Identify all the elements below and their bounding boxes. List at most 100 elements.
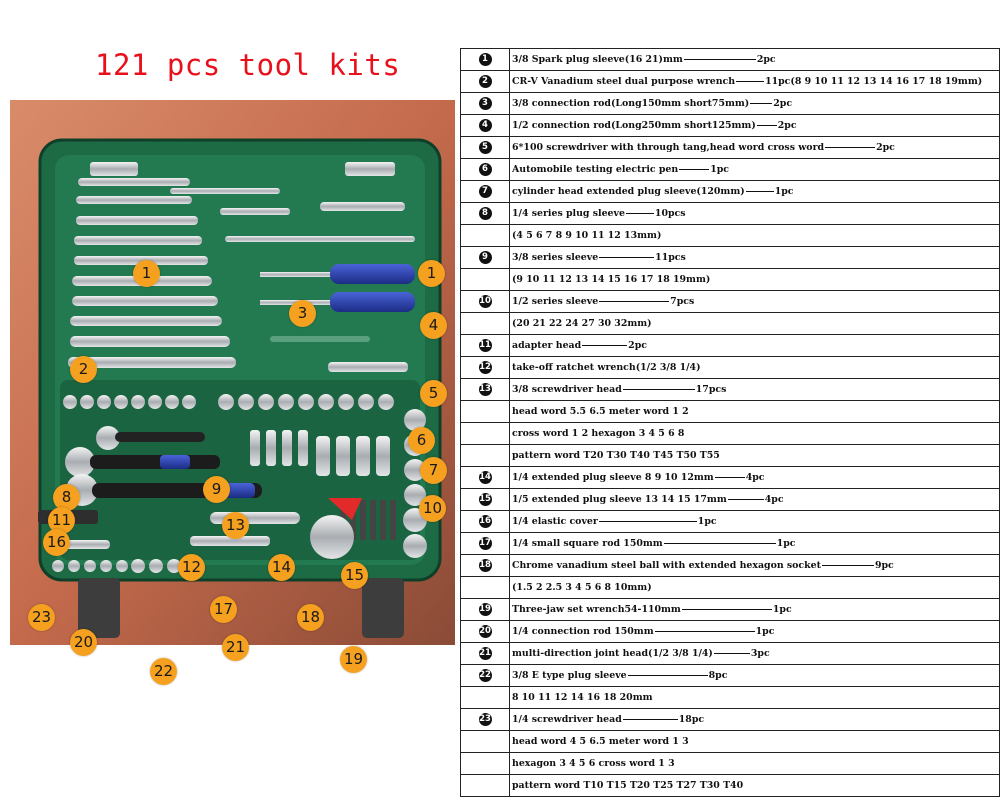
item-number-badge: 17 — [478, 537, 492, 550]
item-quantity: 10pcs — [654, 208, 686, 219]
item-number-cell: 15 — [460, 488, 510, 511]
item-description: 1/4 extended plug sleeve 8 9 10 12mm — [512, 472, 714, 483]
item-number-badge: 19 — [478, 603, 492, 616]
item-description: 3/8 Spark plug sleeve(16 21)mm — [512, 54, 683, 65]
leader-line — [599, 257, 655, 258]
item-number-cell: 8 — [460, 202, 510, 225]
table-row: cross word 1 2 hexagon 3 4 5 6 8 — [460, 422, 1000, 445]
callout-marker: 23 — [28, 604, 55, 631]
leader-line — [825, 147, 876, 148]
top-tools — [90, 162, 415, 242]
item-number-badge: 10 — [478, 295, 492, 308]
leader-line — [750, 103, 773, 104]
leader-line — [727, 499, 764, 500]
callout-marker: 16 — [43, 529, 70, 556]
item-number-cell — [460, 268, 510, 291]
item-number-cell: 22 — [460, 664, 510, 687]
item-description: (4 5 6 7 8 9 10 11 12 13mm) — [512, 230, 662, 241]
item-number-cell: 12 — [460, 356, 510, 379]
item-number-cell — [460, 686, 510, 709]
item-number-cell: 5 — [460, 136, 510, 159]
item-description: pattern word T20 T30 T40 T45 T50 T55 — [512, 450, 720, 461]
item-number-badge: 9 — [478, 251, 492, 264]
item-number-cell — [460, 312, 510, 335]
table-row: pattern word T10 T15 T20 T25 T27 T30 T40 — [460, 774, 1000, 797]
callout-marker: 15 — [341, 562, 368, 589]
item-number-cell — [460, 730, 510, 753]
item-number-badge: 20 — [478, 625, 492, 638]
item-number-badge: 4 — [478, 119, 492, 132]
leader-line — [679, 169, 710, 170]
item-number-cell: 23 — [460, 708, 510, 731]
leader-line — [756, 125, 777, 126]
item-number-badge: 23 — [478, 713, 492, 726]
leader-line — [627, 675, 708, 676]
leader-line — [663, 543, 776, 544]
item-quantity: 11pc(8 9 10 11 12 13 14 16 17 18 19mm) — [765, 76, 983, 87]
table-row: 8 10 11 12 14 16 18 20mm — [460, 686, 1000, 709]
table-row: (1.5 2 2.5 3 4 5 6 8 10mm) — [460, 576, 1000, 599]
item-description: hexagon 3 4 5 6 cross word 1 3 — [512, 758, 675, 769]
callout-marker: 2 — [70, 356, 97, 383]
callout-marker: 4 — [420, 312, 447, 339]
callout-marker: 21 — [222, 634, 249, 661]
item-description: 1/4 elastic cover — [512, 516, 598, 527]
item-description-cell: take-off ratchet wrench(1/2 3/8 1/4) — [509, 356, 1000, 379]
item-quantity: 17pcs — [695, 384, 727, 395]
callout-marker: 22 — [150, 658, 177, 685]
item-description: (1.5 2 2.5 3 4 5 6 8 10mm) — [512, 582, 652, 593]
leader-line — [714, 477, 745, 478]
tool-case-illustration — [10, 100, 455, 645]
item-number-badge: 2 — [478, 75, 492, 88]
item-number-cell — [460, 752, 510, 775]
item-quantity: 3pc — [750, 648, 770, 659]
callout-marker: 20 — [70, 629, 97, 656]
item-quantity: 7pcs — [670, 296, 695, 307]
item-number-cell: 20 — [460, 620, 510, 643]
callout-marker: 14 — [268, 554, 295, 581]
item-description-cell: pattern word T20 T30 T40 T45 T50 T55 — [509, 444, 1000, 467]
item-description: 1/4 small square rod 150mm — [512, 538, 663, 549]
item-number-cell: 19 — [460, 598, 510, 621]
callout-marker: 1 — [418, 260, 445, 287]
item-quantity: 1pc — [772, 604, 792, 615]
item-quantity: 1pc — [697, 516, 717, 527]
item-number-badge: 1 — [478, 53, 492, 66]
item-number-cell — [460, 576, 510, 599]
callout-marker: 12 — [178, 554, 205, 581]
item-description: 1/2 series sleeve — [512, 296, 599, 307]
tool-kit-photo — [10, 100, 455, 645]
item-description-cell: head word 5.5 6.5 meter word 1 2 — [509, 400, 1000, 423]
item-description: head word 5.5 6.5 meter word 1 2 — [512, 406, 689, 417]
left-latch — [78, 578, 120, 638]
item-description-cell: (1.5 2 2.5 3 4 5 6 8 10mm) — [509, 576, 1000, 599]
item-description-cell: 1/4 extended plug sleeve 8 9 10 12mm 4pc — [509, 466, 1000, 489]
item-number-cell: 6 — [460, 158, 510, 181]
page-title: 121 pcs tool kits — [95, 48, 401, 82]
callout-marker: 10 — [419, 495, 446, 522]
item-quantity: 4pc — [745, 472, 765, 483]
item-description: 8 10 11 12 14 16 18 20mm — [512, 692, 653, 703]
item-description-cell: 1/4 elastic cover 1pc — [509, 510, 1000, 533]
wrench-set — [68, 178, 236, 368]
